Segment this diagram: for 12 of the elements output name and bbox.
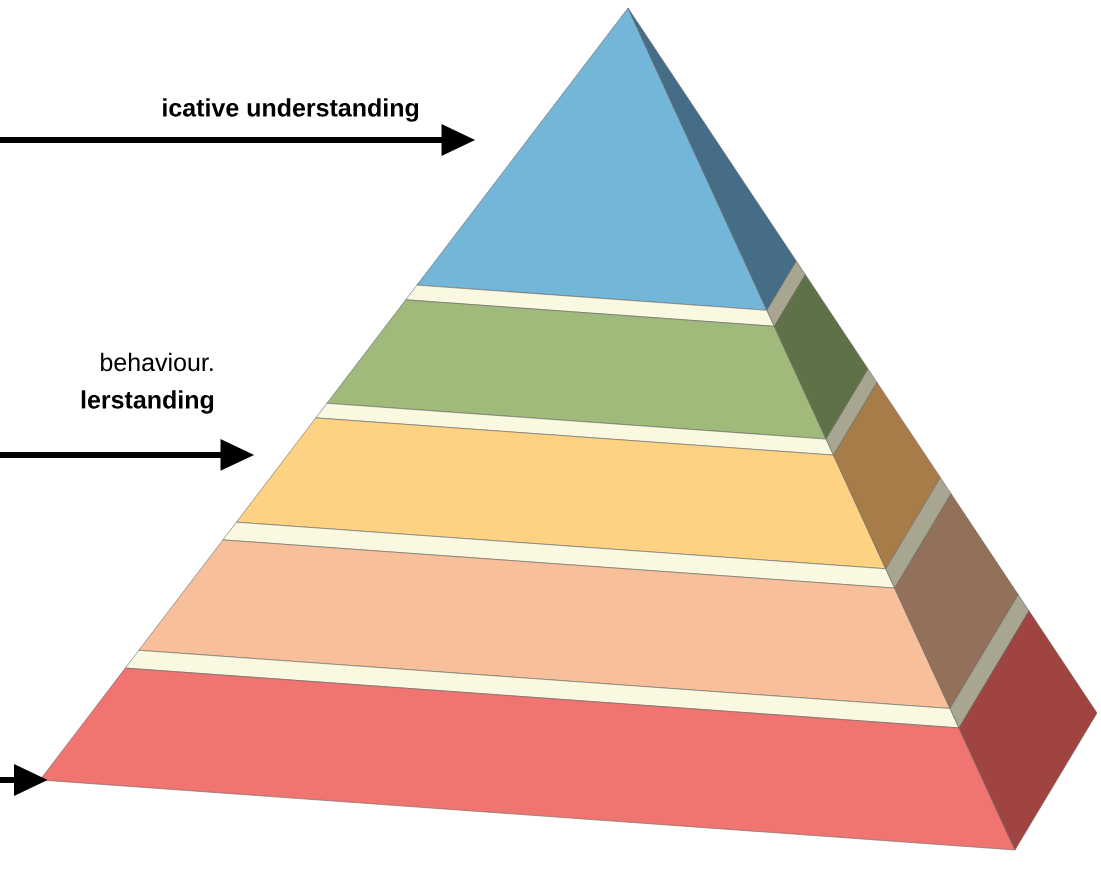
pyramid-tier — [236, 382, 941, 570]
label-text: lerstanding — [81, 390, 214, 414]
pyramid-tier — [39, 610, 1098, 851]
label-text: behaviour. — [101, 352, 213, 372]
label-text: icative understanding — [163, 98, 419, 122]
pyramid-tier — [138, 493, 1019, 709]
separator-band — [222, 477, 952, 589]
separator-band — [405, 260, 806, 327]
pyramid-tier — [326, 274, 869, 440]
separator-band — [125, 594, 1030, 729]
separator-band — [315, 368, 878, 456]
pyramid-apex — [416, 7, 797, 311]
